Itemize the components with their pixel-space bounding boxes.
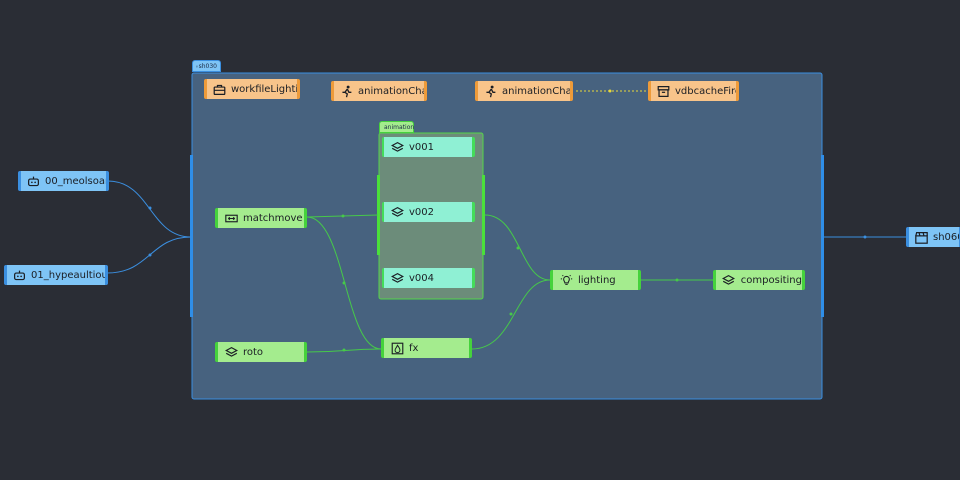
subgroup-tag-label: animation [384, 123, 415, 131]
asset-node-label: animationChar1 [358, 85, 427, 97]
asset-node-workfilelighting[interactable]: workfileLighting [204, 79, 300, 99]
group-tag[interactable]: sh030 [192, 60, 221, 72]
layers-icon [390, 140, 404, 154]
running-person-icon [340, 84, 353, 98]
edge-dot [516, 246, 520, 250]
asset-node-animationchar1[interactable]: animationChar1 [331, 81, 427, 101]
fire-frame-icon [390, 341, 404, 355]
edge-dot [342, 281, 346, 285]
input-node-label: 00_meolsoars [45, 175, 109, 187]
archive-box-icon [657, 84, 670, 98]
task-node-lighting[interactable]: lighting [550, 270, 641, 290]
edge-fx-to-lighting [471, 279, 551, 350]
layers-icon [390, 271, 404, 285]
subgroup-left-port[interactable] [377, 175, 380, 255]
task-node-fx[interactable]: fx [381, 338, 472, 358]
group-tag-label: sh030 [198, 62, 217, 70]
edge-dot [675, 278, 679, 282]
light-bulb-icon [559, 273, 573, 287]
layers-icon [390, 205, 404, 219]
task-node-label: roto [243, 346, 264, 358]
version-node-v004[interactable]: v004 [382, 268, 475, 288]
task-node-compositing[interactable]: compositing [713, 270, 805, 290]
task-node-label: compositing [740, 274, 802, 286]
version-node-label: v002 [409, 206, 435, 218]
edge-dot [148, 253, 152, 257]
version-node-label: v004 [409, 272, 435, 284]
robot-icon [27, 174, 40, 188]
output-node-label: sh060 [933, 231, 959, 243]
input-node-0[interactable]: 00_meolsoars [18, 171, 109, 191]
asset-node-label: workfileLighting [231, 83, 299, 95]
input-node-label: 01_hypeaultiourry [31, 269, 108, 281]
briefcase-icon [213, 82, 226, 96]
edge-dot [341, 214, 345, 218]
asset-node-label: vdbcacheFire [675, 85, 739, 97]
subgroup-right-port[interactable] [482, 175, 485, 255]
group-left-port[interactable] [190, 155, 193, 317]
version-node-label: v001 [409, 141, 435, 153]
asset-node-label: animationChar2 [502, 85, 572, 97]
ruler-arrows-icon [224, 211, 238, 225]
edge-dot [509, 312, 513, 316]
edge-dot [863, 235, 867, 239]
layers-icon [224, 345, 238, 359]
robot-icon [13, 268, 26, 282]
layers-icon [722, 273, 736, 287]
asset-node-animationchar2[interactable]: animationChar2 [475, 81, 573, 101]
group-right-port[interactable] [821, 155, 824, 317]
clapperboard-icon [915, 230, 928, 244]
edge-dot [342, 348, 346, 352]
output-node-sh060[interactable]: sh060 [906, 227, 960, 247]
clapperboard-icon [196, 65, 198, 67]
task-node-label: lighting [578, 274, 616, 286]
task-node-label: fx [409, 342, 419, 354]
edge-dot [608, 89, 612, 93]
running-person-icon [484, 84, 497, 98]
task-node-label: matchmove [243, 212, 303, 224]
version-node-v002[interactable]: v002 [382, 202, 475, 222]
subgroup-tag[interactable]: animation [379, 121, 414, 133]
asset-node-vdbcachefire[interactable]: vdbcacheFire [648, 81, 739, 101]
task-node-roto[interactable]: roto [215, 342, 307, 362]
edge-dot [148, 206, 152, 210]
version-node-v001[interactable]: v001 [382, 137, 475, 157]
input-node-1[interactable]: 01_hypeaultiourry [4, 265, 108, 285]
task-node-matchmove[interactable]: matchmove [215, 208, 307, 228]
